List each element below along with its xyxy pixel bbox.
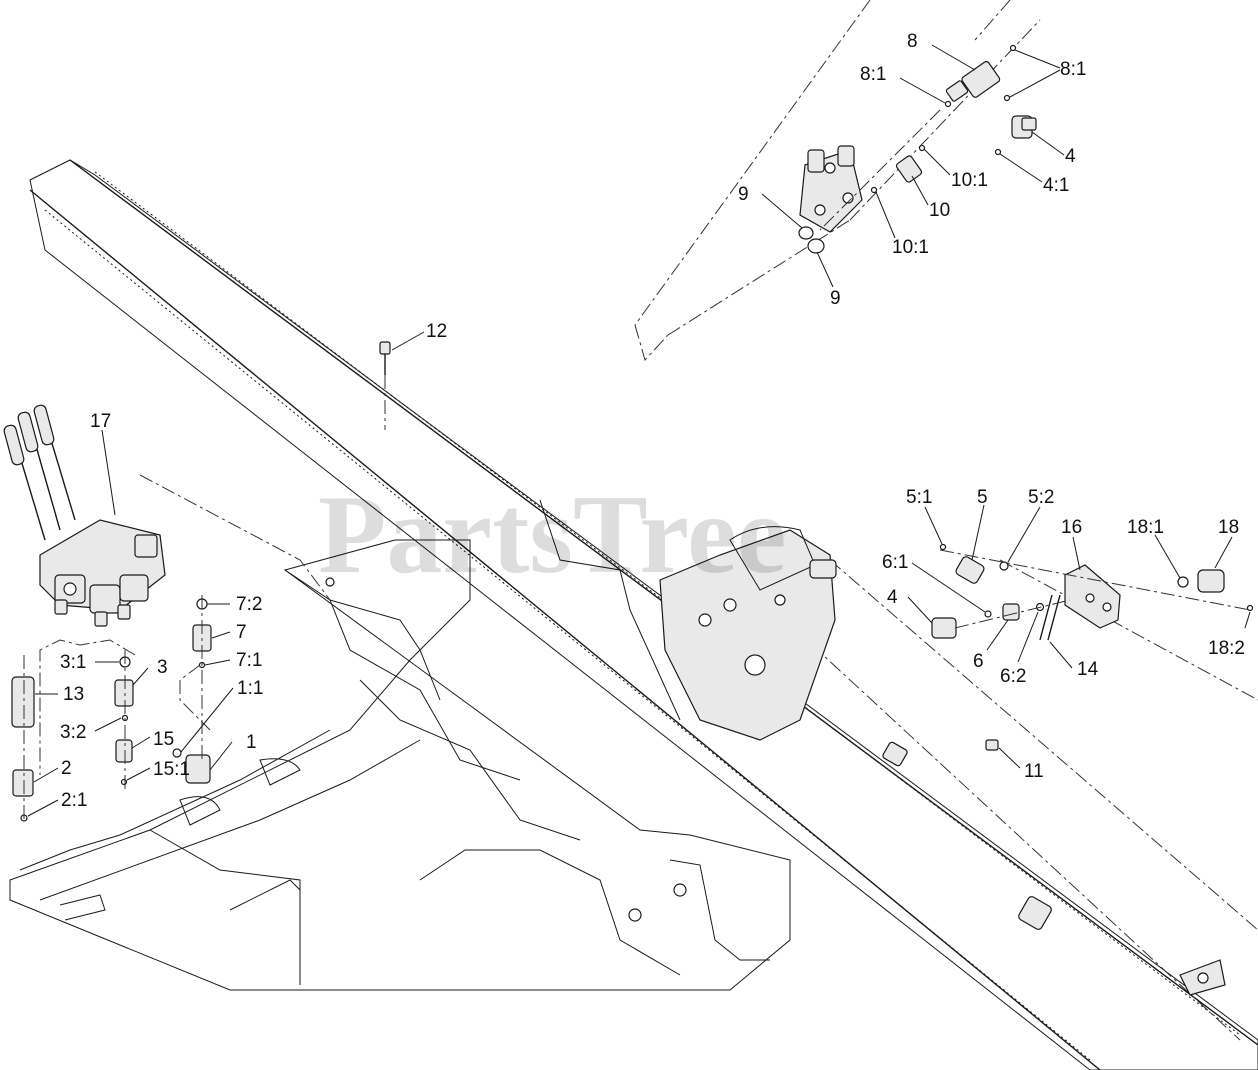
bolt-12	[379, 341, 391, 430]
callout-5-2: 5:2	[1028, 487, 1054, 508]
callout-6: 6	[973, 651, 984, 672]
lower-tube	[719, 559, 1258, 1041]
fitting-10	[895, 155, 923, 183]
callout-14: 14	[1077, 659, 1099, 680]
fitting-4-lower	[931, 617, 957, 639]
nut-11	[985, 739, 999, 751]
callout-13: 13	[63, 684, 84, 705]
o-ring-5-1	[939, 543, 947, 551]
callout-8-1: 8:1	[860, 64, 886, 85]
callout-9: 9	[830, 288, 841, 309]
fitting-1-elbow	[185, 754, 211, 784]
fitting-2	[12, 769, 34, 797]
callout-18-1: 18:1	[1127, 517, 1164, 538]
o-ring-15-1	[120, 778, 128, 786]
callout-7-2: 7:2	[236, 594, 262, 615]
rack-rail	[29, 159, 1258, 1070]
callout-15: 15	[153, 729, 174, 750]
callout-5: 5	[977, 487, 988, 508]
callout-2-1: 2:1	[61, 790, 87, 811]
callout-10-1: 10:1	[951, 170, 988, 191]
fitting-5-elbow	[955, 556, 985, 584]
callout-2: 2	[61, 758, 72, 779]
trolley-gearbox	[539, 499, 837, 741]
control-valve-17	[3, 404, 166, 627]
o-ring-10-1-a	[918, 144, 926, 152]
callout-9: 9	[738, 184, 749, 205]
callout-18-2: 18:2	[1208, 638, 1245, 659]
fitting-4-elbow-upper	[1011, 115, 1037, 139]
callout-16: 16	[1061, 517, 1082, 538]
o-ring-6-1	[984, 610, 992, 618]
callout-15-1: 15:1	[153, 759, 190, 780]
fitting-8-tee	[945, 60, 1001, 102]
callout-6-2: 6:2	[1000, 666, 1026, 687]
callout-1-1: 1:1	[237, 678, 263, 699]
callout-1: 1	[246, 732, 257, 753]
callout-11: 11	[1024, 761, 1044, 782]
callout-8: 8	[907, 31, 918, 52]
fitting-18-elbow	[1197, 569, 1225, 593]
callout-10-1: 10:1	[892, 237, 929, 258]
o-ring-5-2	[999, 561, 1009, 571]
callout-18: 18	[1218, 517, 1239, 538]
upper-tube-assembly	[634, 0, 1041, 361]
leader-lines	[27, 44, 1251, 817]
callout-4-1: 4:1	[1043, 175, 1069, 196]
callout-8-1: 8:1	[1060, 59, 1086, 80]
callout-3-1: 3:1	[60, 652, 86, 673]
callout-3-2: 3:2	[60, 722, 86, 743]
o-ring-8-1-c	[1003, 94, 1011, 102]
fitting-6	[1002, 603, 1020, 621]
o-ring-1-1	[172, 748, 182, 758]
callout-7-1: 7:1	[236, 650, 262, 671]
o-ring-8-1-a	[944, 100, 952, 108]
callout-labels: 8 8:1 8:1 4 4:1 10:1 10 10:1 9 9 12 17 5…	[60, 31, 1245, 811]
washer-9-b	[807, 238, 825, 254]
callout-12: 12	[426, 321, 447, 342]
callout-17: 17	[90, 411, 111, 432]
callout-4: 4	[1065, 146, 1076, 167]
callout-3: 3	[157, 657, 168, 678]
fitting-3	[114, 679, 134, 707]
accumulator-13	[11, 676, 35, 728]
callout-7: 7	[236, 622, 247, 643]
o-ring-10-1-b	[870, 186, 878, 194]
callout-10: 10	[929, 200, 950, 221]
o-ring-4-1	[994, 148, 1002, 156]
callout-5-1: 5:1	[906, 487, 932, 508]
o-ring-18-1	[1177, 576, 1189, 588]
fitting-15	[115, 739, 133, 763]
watermark: PartsTree	[318, 473, 787, 597]
o-ring-18-2	[1246, 604, 1254, 612]
bolt-14	[1039, 594, 1061, 641]
callout-4: 4	[887, 587, 898, 608]
callout-6-1: 6:1	[882, 552, 908, 573]
washer-9-a	[798, 226, 814, 240]
o-ring-8-1-b	[1009, 44, 1017, 52]
base-frame	[9, 539, 791, 991]
